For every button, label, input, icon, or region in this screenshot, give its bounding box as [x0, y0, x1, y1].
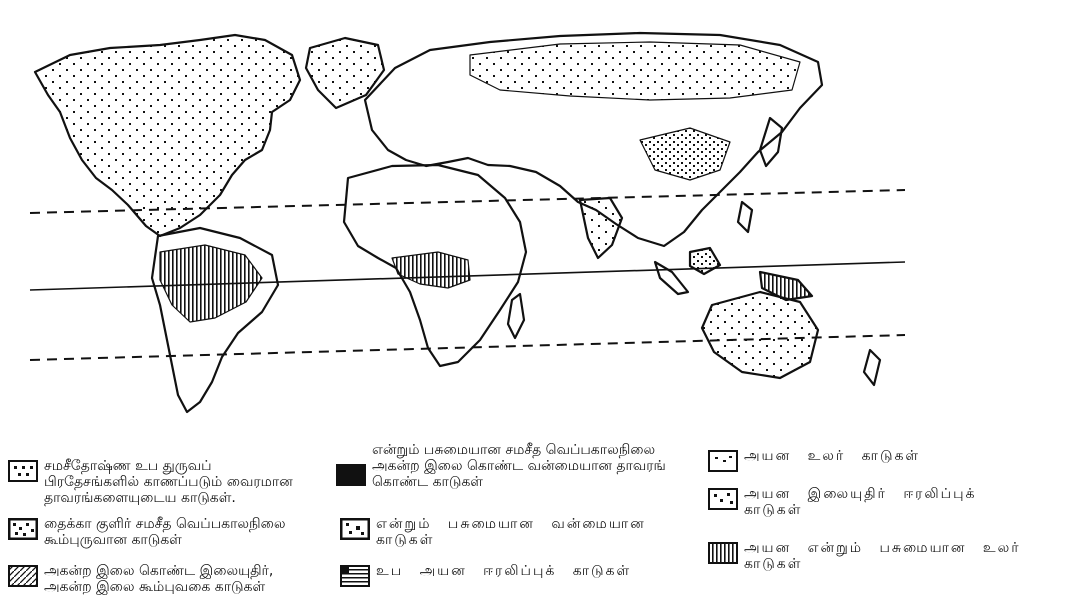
legend-label: உப அயன ஈரலிப்புக் காடுகள்: [376, 563, 632, 579]
legend-label: அயன உலர் காடுகள்: [744, 448, 921, 464]
legend-item-taiga: தைக்கா குளிர் சமசீத வெப்பகாலநிலை கூம்புர…: [8, 516, 285, 548]
legend-item-evergreen-hardwood: என்றும் பசுமையான வன்மையான காடுகள்: [340, 516, 646, 548]
sumatra: [653, 260, 690, 296]
equator-line: [29, 261, 906, 291]
diagonal-hatch-swatch-icon: [8, 565, 38, 587]
eurasia-landmass: [363, 31, 824, 248]
legend-item-tropical-dry: அயன உலர் காடுகள்: [708, 448, 920, 472]
australia-landmass: [700, 290, 820, 380]
new-zealand: [862, 348, 882, 387]
legend-label: அயன இலையுதிர் ஈரலிப்புக் காடுகள்: [744, 486, 977, 518]
india-peninsula: [578, 196, 624, 260]
tropic-of-capricorn-line: [29, 334, 906, 361]
legend-label: என்றும் பசுமையான வன்மையான காடுகள்: [376, 516, 646, 548]
japan: [758, 116, 784, 168]
tropic-of-cancer-line: [29, 189, 906, 214]
madagascar: [506, 292, 526, 340]
legend-item-temperate-subpolar: சமசீதோஷ்ண உப துருவப் பிரதேசங்களில் காணப்…: [8, 458, 293, 506]
north-america-landmass: [33, 33, 302, 238]
asia-temperate-forest-zone: [639, 127, 731, 181]
scatter-swatch-icon: [340, 518, 370, 540]
legend-label: என்றும் பசுமையான சமசீத வெப்பகாலநிலை அகன்…: [372, 442, 666, 490]
mixed-dots-swatch-icon: [708, 488, 738, 510]
world-forest-map: [29, 31, 906, 414]
new-guinea: [758, 270, 814, 302]
greenland: [304, 36, 386, 110]
sparse-dots-swatch-icon: [708, 450, 738, 472]
vertical-hatch-swatch-icon: [708, 542, 738, 564]
legend-label: தைக்கா குளிர் சமசீத வெப்பகாலநிலை கூம்புர…: [44, 516, 286, 548]
legend-item-subtropical-moist: உப அயன ஈரலிப்புக் காடுகள்: [340, 563, 631, 587]
siberian-taiga-zone: [469, 41, 801, 101]
legend-label: அயன என்றும் பசுமையான உலர் காடுகள்: [744, 540, 1021, 572]
horizontal-hatch-swatch-icon: [340, 565, 370, 587]
dots-swatch-icon: [8, 460, 38, 482]
dense-dots-swatch-icon: [8, 518, 38, 540]
africa-landmass: [342, 163, 528, 368]
central-africa-forest-zone: [391, 251, 471, 289]
solid-black-swatch-icon: [336, 464, 366, 486]
legend-label: அகன்ற இலை கொண்ட இலையுதிர், அகன்ற இலை கூம…: [44, 563, 274, 595]
borneo: [688, 246, 722, 276]
legend-item-broadleaf-deciduous: அகன்ற இலை கொண்ட இலையுதிர், அகன்ற இலை கூம…: [8, 563, 273, 595]
philippines: [736, 200, 754, 234]
legend-label: சமசீதோஷ்ண உப துருவப் பிரதேசங்களில் காணப்…: [44, 458, 293, 506]
legend-item-tropical-deciduous-moist: அயன இலையுதிர் ஈரலிப்புக் காடுகள்: [708, 486, 976, 518]
legend-item-temperate-evergreen-broadleaf: என்றும் பசுமையான சமசீத வெப்பகாலநிலை அகன்…: [336, 442, 666, 490]
south-america-landmass: [150, 226, 280, 414]
map-legend: சமசீதோஷ்ண உப துருவப் பிரதேசங்களில் காணப்…: [0, 430, 1069, 600]
legend-item-tropical-evergreen-dry: அயன என்றும் பசுமையான உலர் காடுகள்: [708, 540, 1021, 572]
